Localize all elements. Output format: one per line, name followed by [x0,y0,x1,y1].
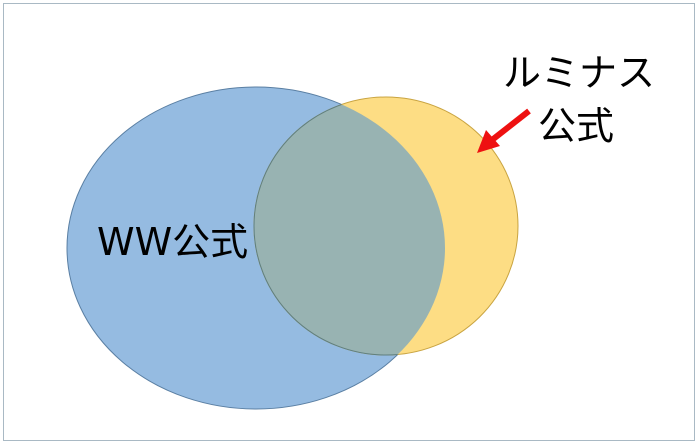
luminous-set-label-line2: 公式 [538,104,615,148]
ww-set-label: WW公式 [97,220,249,264]
luminous-set-label-line1: ルミナス [503,51,656,95]
red-arrow-icon [477,108,531,153]
